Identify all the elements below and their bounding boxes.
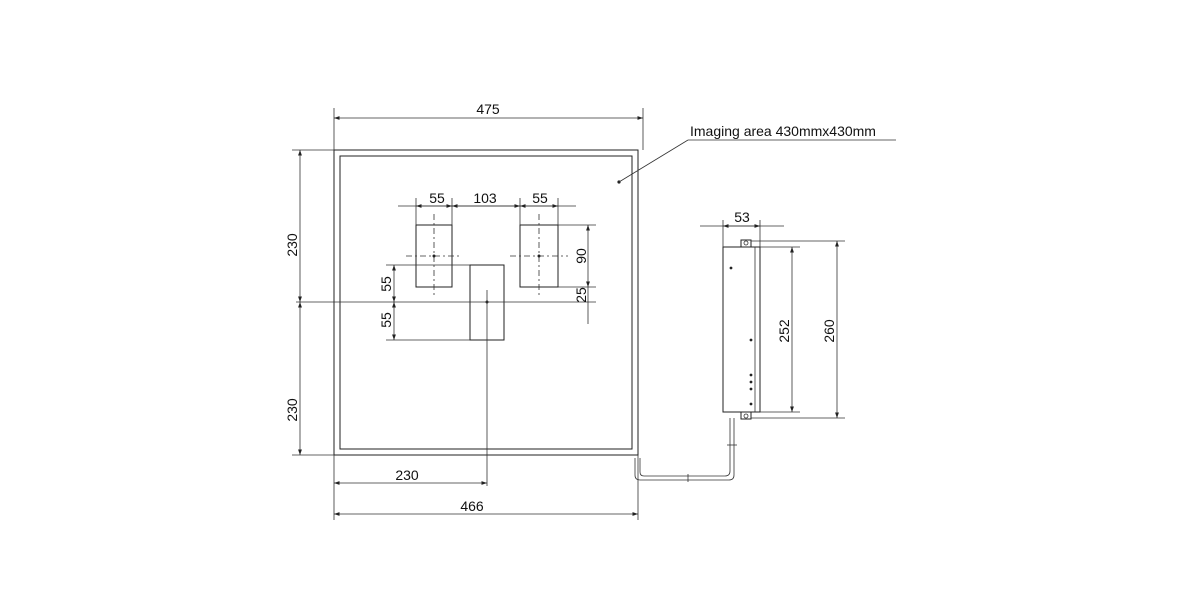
panel-inner-frame [339, 155, 633, 450]
dim-window-offset-label: 25 [573, 287, 589, 303]
dim-window-right-label: 55 [532, 190, 548, 206]
imaging-area-callout: Imaging area 430mmx430mm [618, 123, 896, 183]
dim-box-width: 53 [700, 209, 784, 247]
dim-center-upper-label: 55 [378, 276, 394, 292]
dim-box-outer-height-label: 260 [821, 319, 837, 343]
control-box-top-tab [740, 239, 752, 248]
dim-window-height-label: 90 [573, 248, 589, 264]
dim-box-inner-height-label: 252 [776, 319, 792, 343]
dim-bottom-width-label: 466 [460, 498, 484, 514]
imaging-area-label: Imaging area 430mmx430mm [690, 123, 876, 139]
dim-bottom: 230 466 [333, 455, 639, 520]
mounting-windows [406, 214, 568, 341]
dim-overall-width: 475 [333, 101, 644, 150]
dim-window-left-label: 55 [429, 190, 445, 206]
dim-center-lower-label: 55 [378, 312, 394, 328]
dim-box-heights: 252 260 [751, 240, 845, 419]
detector-panel [333, 149, 639, 456]
control-box-bottom-tab [740, 411, 752, 420]
dim-left-lower-label: 230 [284, 398, 300, 422]
connecting-cable [634, 418, 737, 482]
dim-bottom-half-label: 230 [395, 467, 419, 483]
control-box [722, 239, 761, 420]
dim-left-upper-label: 230 [284, 233, 300, 257]
dim-left-heights: 230 230 [284, 149, 334, 456]
dim-window-heights: 90 25 [510, 224, 596, 324]
dim-window-gap-label: 103 [473, 190, 497, 206]
panel-outer-frame [333, 149, 639, 456]
dim-box-width-label: 53 [734, 209, 750, 225]
control-box-body [722, 246, 761, 413]
dim-center-window: 55 55 [378, 264, 470, 341]
dim-window-widths: 55 103 55 [398, 190, 576, 225]
dim-overall-width-label: 475 [476, 101, 500, 117]
